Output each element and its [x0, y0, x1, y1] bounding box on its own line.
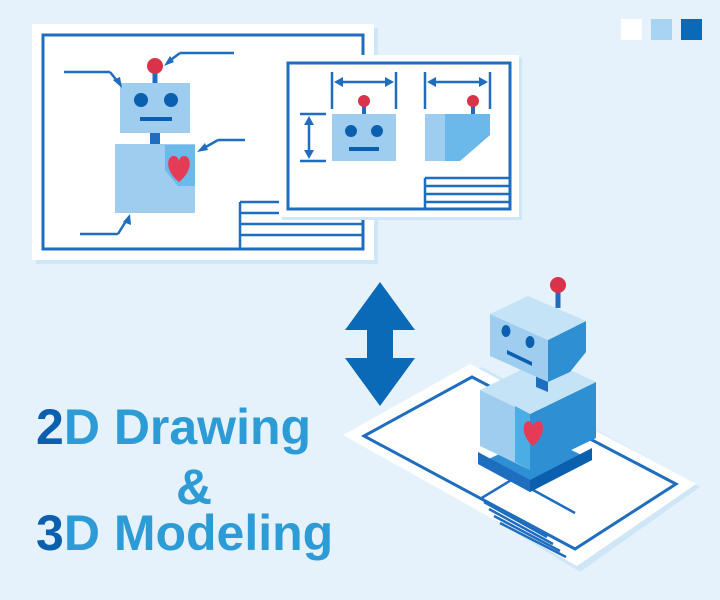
title-number-2: 2: [36, 399, 64, 455]
title-block-lines-2: [423, 176, 510, 209]
robot-front-view: [115, 58, 195, 213]
title-line-2d-drawing: 2D Drawing: [36, 402, 311, 452]
title-number-3: 3: [36, 505, 64, 561]
square-dark-blue-icon: [681, 19, 702, 40]
square-white-icon: [621, 19, 642, 40]
color-squares: [621, 19, 702, 40]
head-front-view: [332, 95, 396, 161]
heart-icon: [523, 421, 543, 446]
title-text-d-modeling: D Modeling: [63, 505, 334, 561]
title-ampersand: &: [176, 459, 213, 515]
title-text-d-drawing: D Drawing: [63, 399, 312, 455]
robot-icon: [478, 277, 596, 492]
heart-icon: [168, 156, 190, 182]
head-side-view: [425, 95, 490, 161]
drawing-sheet-back: [279, 55, 522, 220]
square-light-blue-icon: [651, 19, 672, 40]
callout-leaders: [64, 51, 245, 236]
title-line-3d-modeling: 3D Modeling: [36, 508, 333, 558]
double-arrow-icon: [345, 282, 415, 406]
dimension-lines: [300, 72, 492, 163]
